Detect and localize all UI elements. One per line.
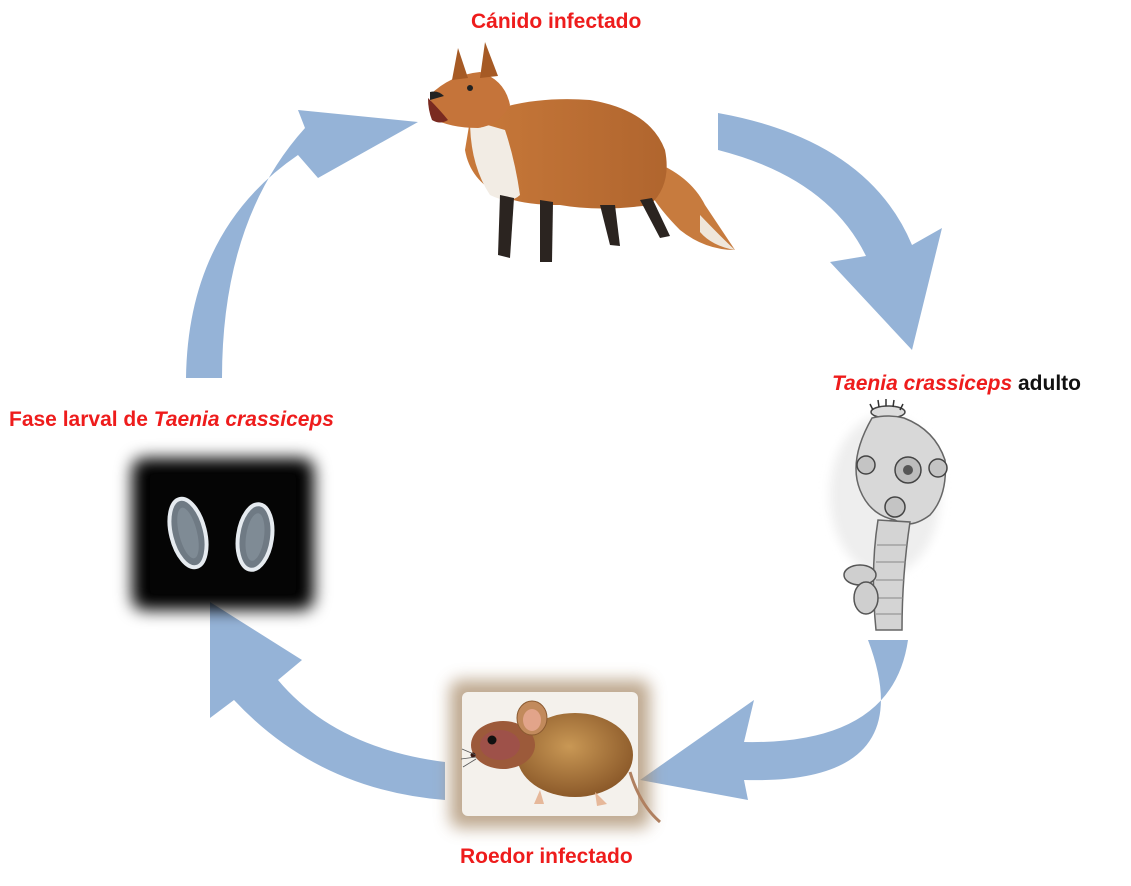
label-canid: Cánido infectado xyxy=(471,10,641,34)
label-larval-species: Taenia crassiceps xyxy=(154,408,334,431)
label-adult-stage: adulto xyxy=(1012,372,1081,395)
tapeworm-scolex-illustration xyxy=(830,399,947,630)
arrow-rodent-to-larval xyxy=(210,602,445,800)
arrow-adult-to-rodent xyxy=(640,640,908,800)
mouse-photo xyxy=(450,680,660,828)
fox-illustration xyxy=(428,42,735,262)
label-adult: Taenia crassiceps adulto xyxy=(832,372,1081,396)
cysticerci-micrograph xyxy=(132,458,314,610)
arrow-larval-to-canid xyxy=(186,110,418,378)
label-larval: Fase larval de Taenia crassiceps xyxy=(9,408,334,432)
label-larval-prefix: Fase larval de xyxy=(9,408,154,431)
arrow-canid-to-adult xyxy=(718,113,942,350)
label-rodent: Roedor infectado xyxy=(460,845,633,869)
label-adult-species: Taenia crassiceps xyxy=(832,372,1012,395)
